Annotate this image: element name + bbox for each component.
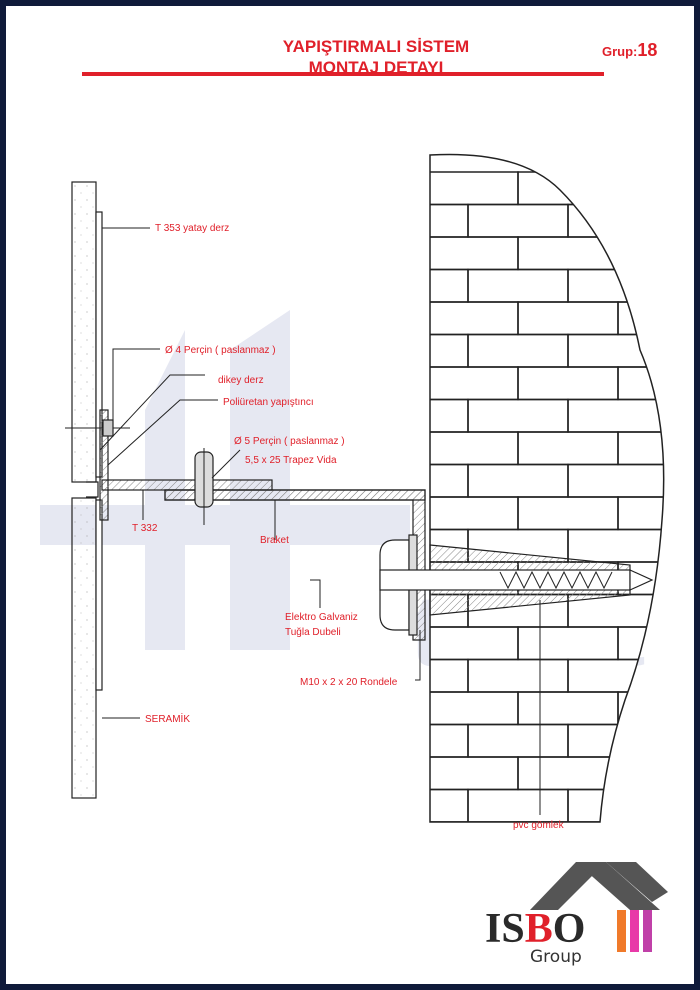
brick: [617, 431, 664, 466]
brick: [668, 270, 700, 303]
brick: [617, 171, 664, 206]
brick: [668, 530, 700, 563]
group-label: Grup:: [602, 44, 638, 59]
brick: [617, 626, 664, 661]
brick: [668, 595, 700, 628]
label-braket: Braket: [260, 535, 289, 546]
label-t353: T 353 yatay derz: [155, 223, 229, 234]
brick: [668, 790, 700, 823]
label-seramik: SERAMİK: [145, 712, 190, 725]
logo-text-o: O: [553, 906, 586, 952]
group-number: 18: [637, 40, 658, 60]
brick: [668, 725, 700, 758]
brick: [668, 465, 700, 498]
label-dubel-line1: Elektro Galvaniz: [285, 612, 358, 623]
ceramic-panel: [71, 181, 103, 799]
brick: [617, 236, 664, 271]
logo-subtitle: Group: [530, 947, 582, 967]
isbo-logo: ISBO Group: [485, 862, 668, 967]
brick: [617, 301, 664, 336]
label-rondele: M10 x 2 x 20 Rondele: [300, 677, 398, 688]
label-dikey-derz: dikey derz: [218, 375, 264, 386]
brick: [617, 821, 664, 822]
group-badge: Grup:18: [602, 40, 657, 61]
title-line-1: YAPIŞTIRMALI SİSTEM: [282, 37, 470, 56]
profile-bracket: [65, 409, 426, 641]
label-poliuretan: Poliüretan yapıştıncı: [223, 397, 314, 408]
leader-lines: [99, 227, 541, 815]
brick: [668, 335, 700, 368]
logo-text-b: B: [525, 906, 553, 952]
label-trapez-vida: 5,5 x 25 Trapez Vida: [245, 455, 337, 466]
brick: [668, 400, 700, 433]
label-percin-5: Ø 5 Perçin ( paslanmaz ): [234, 436, 345, 447]
logo-text-is: IS: [485, 906, 525, 952]
title-underline: [82, 72, 604, 76]
brick: [617, 756, 664, 791]
svg-text:ISBO: ISBO: [485, 906, 585, 952]
label-t332: T 332: [132, 523, 158, 534]
brick: [668, 660, 700, 693]
wall-outline: [429, 153, 665, 823]
label-percin-4: Ø 4 Perçin ( paslanmaz ): [165, 345, 276, 356]
wall-anchor: [379, 534, 654, 636]
brick: [430, 821, 519, 822]
label-dubel-line2: Tuğla Dubeli: [285, 627, 341, 638]
brick: [617, 691, 664, 726]
brick: [617, 366, 664, 401]
brick: [617, 496, 664, 531]
label-pvc-gomlek: pvc gömlek: [513, 820, 565, 831]
brick: [668, 205, 700, 238]
